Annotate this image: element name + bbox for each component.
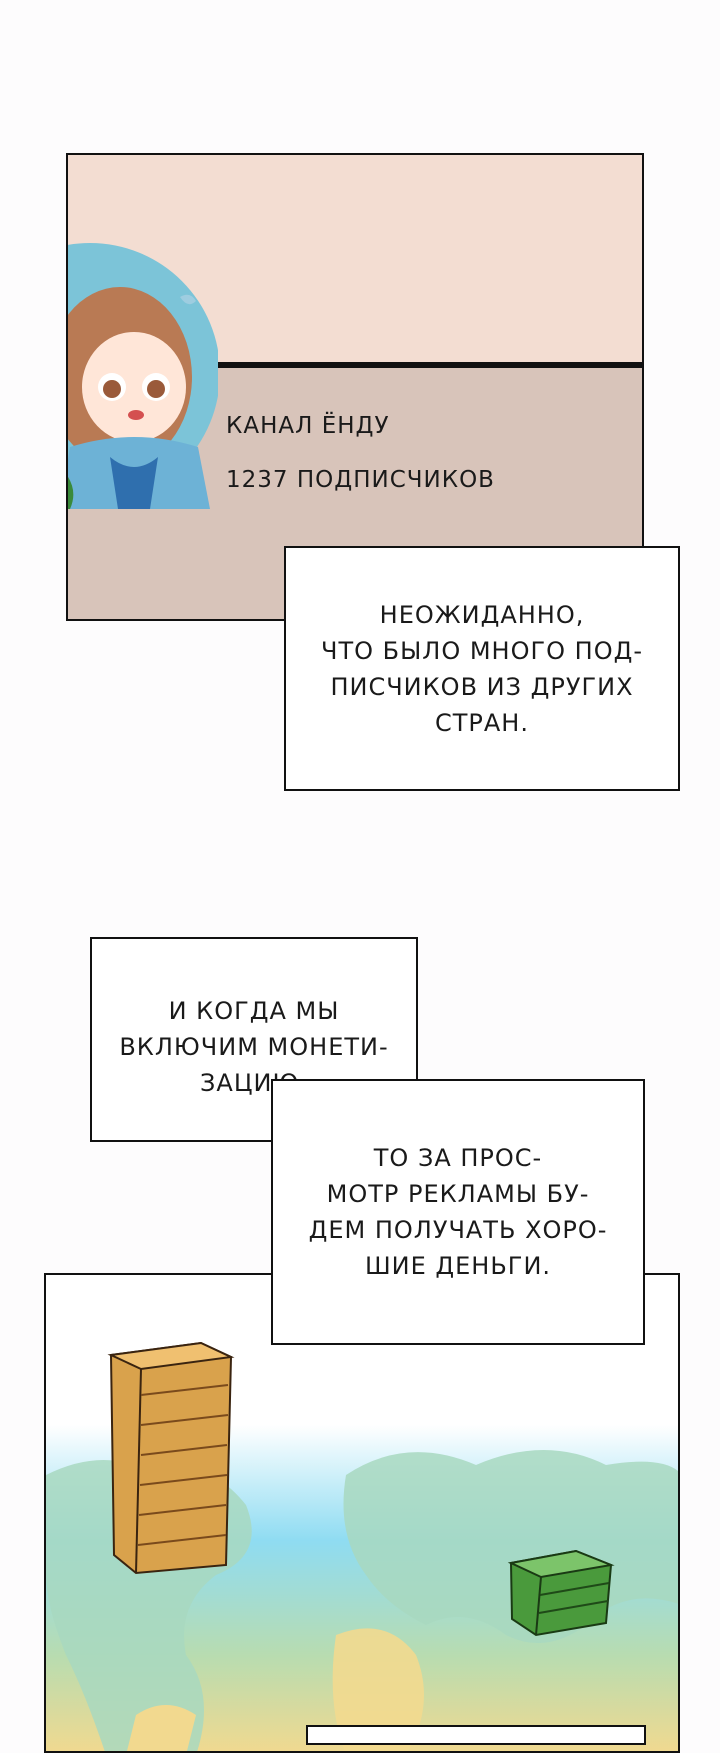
- money-stack-green: [507, 1549, 615, 1637]
- channel-banner-panel: Канал Ёнду 1237 подписчиков: [66, 153, 644, 621]
- world-map-panel: [44, 1273, 680, 1753]
- channel-avatar: [68, 243, 218, 509]
- caption-ad-money: то за прос- мотр рекламы бу- дем получат…: [271, 1079, 645, 1345]
- channel-name: Канал Ёнду: [226, 413, 390, 439]
- caption-foreign-subscribers: Неожиданно, что было много под- писчиков…: [284, 546, 680, 791]
- money-stack-gold: [107, 1341, 235, 1575]
- caption-monetization-text: И когда мы включим монети- зацию,: [119, 997, 389, 1097]
- next-caption-edge: [306, 1725, 646, 1745]
- caption-ad-money-text: то за прос- мотр рекламы бу- дем получат…: [308, 1144, 608, 1280]
- subscriber-count: 1237 подписчиков: [226, 467, 495, 493]
- banner-divider: [198, 362, 642, 368]
- caption-foreign-subscribers-text: Неожиданно, что было много под- писчиков…: [321, 600, 643, 737]
